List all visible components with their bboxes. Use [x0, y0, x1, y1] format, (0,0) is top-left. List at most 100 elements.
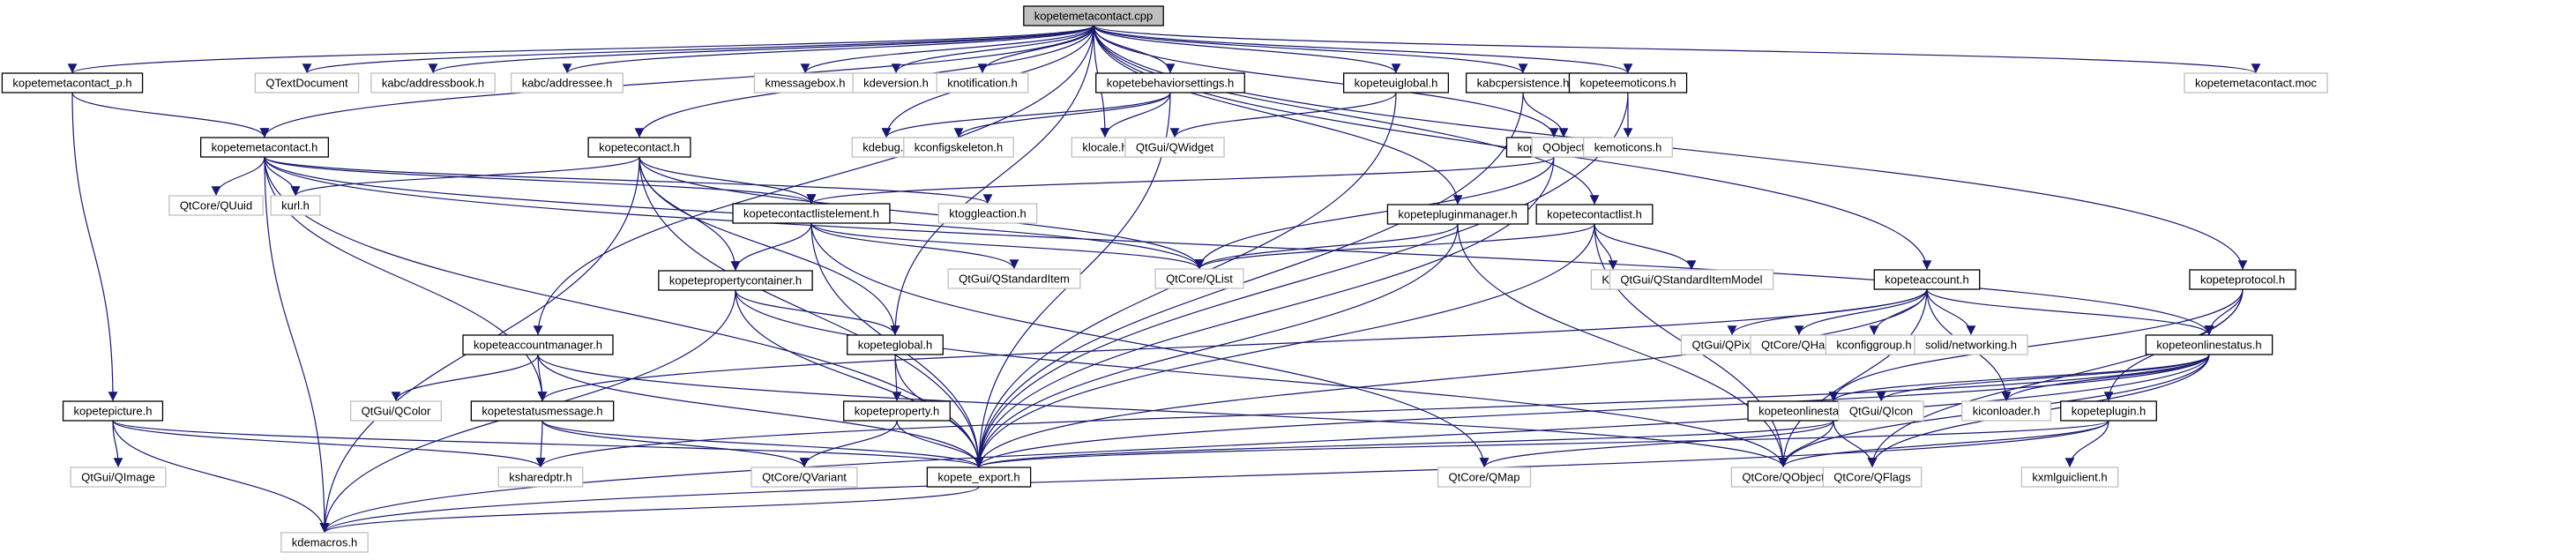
- edge-onlinestatus-to-qicon: [1876, 354, 2210, 402]
- graph-node-knotification: knotification.h: [936, 72, 1029, 93]
- edge-onlinestatus-to-osmgr: [1828, 354, 2210, 402]
- edge-line: [541, 420, 810, 468]
- edge-line: [112, 420, 983, 468]
- node-label: QtGui/QImage: [81, 471, 155, 484]
- edge-line: [211, 156, 265, 197]
- edge-line: [1093, 25, 1559, 138]
- graph-node-mcp[interactable]: kopetemetacontact_p.h: [1, 72, 144, 93]
- node-label: ksharedptr.h: [509, 471, 572, 484]
- edge-line: [290, 156, 640, 197]
- edge-line: [562, 25, 1094, 74]
- node-label: kopeteprotocol.h: [2200, 273, 2285, 287]
- edge-protocol-to-osmgr: [1828, 288, 2244, 402]
- edge-line: [537, 354, 984, 468]
- graph-node-accmgr[interactable]: kopeteaccountmanager.h: [462, 334, 614, 355]
- edge-layer: [68, 25, 2260, 534]
- edge-propcont-to-kglobal: [735, 289, 900, 336]
- graph-node-pluginmgr[interactable]: kopetepluginmanager.h: [1386, 204, 1529, 225]
- node-label: kdebug.h: [862, 141, 910, 154]
- edge-line: [1794, 288, 1928, 336]
- node-box: [2020, 467, 2119, 488]
- edge-line: [1479, 420, 1834, 468]
- graph-node-behavior[interactable]: kopetebehaviorsettings.h: [1095, 72, 1245, 93]
- edge-property-to-export: [896, 420, 984, 468]
- edge-onlinestatus-to-ksharedptr: [535, 354, 2210, 468]
- graph-node-qtextdoc: QTextDocument: [254, 72, 360, 93]
- edge-line: [1093, 25, 1528, 74]
- graph-node-picture[interactable]: kopetepicture.h: [62, 400, 164, 422]
- edge-root-to-qtextdoc: [302, 25, 1094, 74]
- edge-line: [264, 156, 330, 534]
- edge-osmgr-to-qmap: [1479, 420, 1834, 468]
- edge-group-to-export: [974, 156, 1555, 468]
- edge-line: [730, 222, 812, 272]
- edge-line: [974, 288, 1928, 468]
- edge-group-to-cle: [806, 156, 1555, 205]
- graph-node-propcont[interactable]: kopetepropertycontainer.h: [658, 270, 813, 291]
- edge-root-to-mch: [259, 25, 1094, 138]
- graph-node-onlinestatus[interactable]: kopeteonlinestatus.h: [2145, 334, 2274, 355]
- edge-root-to-kglobal: [890, 25, 1094, 336]
- edge-line: [800, 25, 1094, 74]
- edge-propcont-to-qobject: [735, 289, 1788, 468]
- node-label: QtGui/QStandardItem: [959, 273, 1070, 286]
- node-box: [903, 137, 1014, 158]
- edge-cle-to-qmap: [810, 222, 1490, 468]
- node-label: kopetemetacontact_p.h: [12, 77, 131, 90]
- edge-root-to-addressbook: [428, 25, 1094, 74]
- edge-onlinestatus-to-export: [974, 354, 2210, 468]
- edge-line: [974, 420, 1834, 468]
- graph-node-kdemacros: kdemacros.h: [280, 532, 369, 553]
- graph-node-property[interactable]: kopeteproperty.h: [843, 400, 951, 422]
- graph-node-protocol[interactable]: kopeteprotocol.h: [2189, 269, 2296, 290]
- edge-group-to-qlist: [1194, 156, 1555, 270]
- graph-node-contact[interactable]: kopetecontact.h: [587, 137, 691, 158]
- graph-node-statusmsg[interactable]: kopetestatusmessage.h: [470, 400, 615, 422]
- node-label: kopetepropertycontainer.h: [669, 274, 802, 287]
- node-box: [732, 203, 891, 224]
- node-label: QtCore/QHash: [1761, 339, 1837, 352]
- node-box: [168, 195, 264, 216]
- node-label: QtGui/QIcon: [1849, 405, 1913, 418]
- graph-node-kdeversion: kdeversion.h: [852, 72, 940, 93]
- edge-statusmsg-to-qvariant: [541, 420, 810, 468]
- edge-plugin-to-kdemacros: [319, 420, 2109, 534]
- graph-node-cle[interactable]: kopetecontactlistelement.h: [732, 203, 891, 224]
- graph-node-account[interactable]: kopeteaccount.h: [1873, 269, 1981, 290]
- node-label: QTextDocument: [265, 77, 348, 90]
- graph-node-export[interactable]: kopete_export.h: [926, 467, 1032, 488]
- node-box: [843, 400, 951, 422]
- edge-picture-to-kdemacros: [112, 420, 330, 534]
- graph-node-kabcpers[interactable]: kabcpersistence.h: [1465, 72, 1581, 93]
- edge-line: [890, 25, 1094, 336]
- graph-node-uiglobal[interactable]: kopeteuiglobal.h: [1342, 72, 1450, 93]
- edge-root-to-emoticons: [1093, 25, 1633, 74]
- edge-contact-to-qlist: [638, 156, 1205, 270]
- graph-node-qmap: QtCore/QMap: [1437, 467, 1532, 488]
- edge-line: [735, 289, 1788, 468]
- node-label: kxmlguiclient.h: [2032, 471, 2107, 484]
- edge-accmgr-to-qobject: [537, 354, 1788, 468]
- node-box: [1961, 400, 2051, 422]
- node-label: kopetemetacontact.cpp: [1034, 10, 1153, 23]
- graph-node-contactlist[interactable]: kopetecontactlist.h: [1535, 204, 1654, 225]
- edge-line: [953, 92, 1171, 138]
- graph-node-plugin[interactable]: kopeteplugin.h: [2060, 400, 2157, 422]
- edge-line: [799, 420, 898, 468]
- node-label: kopetecontact.h: [599, 141, 680, 154]
- edge-line: [537, 354, 548, 402]
- graph-node-kemoticons: kemoticons.h: [1583, 137, 1673, 158]
- graph-node-root[interactable]: kopetemetacontact.cpp: [1023, 5, 1164, 26]
- graph-node-kglobal[interactable]: kopeteglobal.h: [847, 334, 944, 355]
- graph-node-mch[interactable]: kopetemetacontact.h: [199, 137, 330, 158]
- graph-node-emoticons[interactable]: kopeteemoticons.h: [1568, 72, 1688, 93]
- node-box: [936, 72, 1029, 93]
- edge-picture-to-ksharedptr: [112, 420, 546, 468]
- node-label: kopetecontactlistelement.h: [743, 207, 879, 220]
- edge-behavior-to-kconfigskel: [953, 92, 1171, 138]
- node-box: [270, 195, 321, 216]
- edge-osmgr-to-export: [974, 420, 1834, 468]
- node-box: [1, 72, 144, 93]
- edge-line: [1867, 288, 2244, 468]
- node-box: [280, 532, 369, 553]
